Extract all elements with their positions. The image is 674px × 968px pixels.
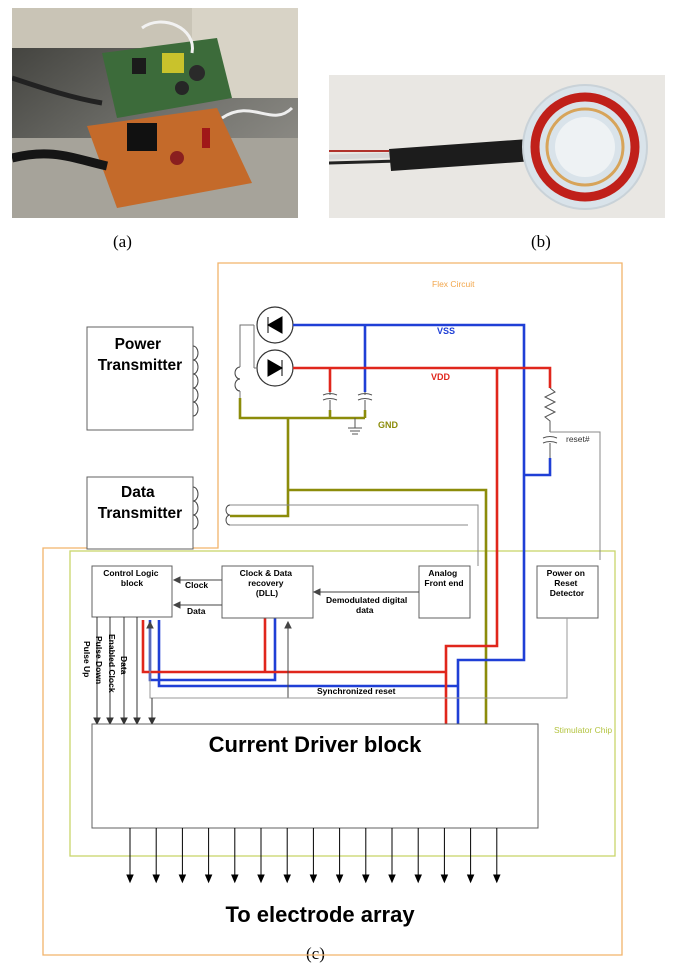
power-on-reset-label: Power on Reset Detector xyxy=(547,568,588,598)
electrode-output-arrowhead xyxy=(257,874,265,884)
demod-line2: data xyxy=(356,605,374,615)
cdr-line3: (DLL) xyxy=(256,588,278,598)
current-driver-label: Current Driver block xyxy=(209,732,422,757)
por-line3: Detector xyxy=(550,588,585,598)
power-transmitter-label: Power Transmitter xyxy=(98,336,182,374)
clock-data-recovery-label: Clock & Data recovery (DLL) xyxy=(240,568,295,598)
rectifier-diode-1-icon xyxy=(256,306,294,344)
analog-front-end-label: Analog Front end xyxy=(424,568,463,588)
caption-b: (b) xyxy=(531,232,551,251)
power-tx-coil-icon xyxy=(192,345,199,417)
caption-c: (c) xyxy=(306,944,325,963)
output-label: To electrode array xyxy=(225,902,415,927)
clock-signal-label: Clock xyxy=(185,580,208,590)
power-transmitter-line1: Power xyxy=(115,336,162,353)
demodulated-data-label: Demodulated digital data xyxy=(326,595,410,615)
data-transmitter-label: Data Transmitter xyxy=(98,484,182,522)
electrode-output-arrowhead xyxy=(178,874,187,884)
por-line1: Power on xyxy=(547,568,585,578)
vss-label: VSS xyxy=(437,326,455,336)
power-transmitter-box xyxy=(86,326,194,431)
reset-resistor-icon xyxy=(542,387,558,458)
power-rx-coil-icon xyxy=(234,366,241,392)
ctrl-signal-enabled-clock: Enabled Clock xyxy=(107,634,117,693)
stimulator-chip-label: Stimulator Chip xyxy=(554,725,612,735)
gnd-label: GND xyxy=(378,420,399,430)
rectifier-diode-2-icon xyxy=(256,349,294,387)
data-tx-coil-icon xyxy=(192,486,199,530)
ctrl-signal-pulse-up: Pulse Up xyxy=(82,641,92,677)
ctrl-signal-data: Data xyxy=(119,656,129,675)
clock-data-recovery-box xyxy=(221,565,314,619)
cdr-line1: Clock & Data xyxy=(240,568,293,578)
analog-front-end-box xyxy=(418,565,471,619)
electrode-output-arrowhead xyxy=(231,874,239,884)
electrode-output-arrows xyxy=(126,828,501,884)
current-driver-box xyxy=(91,723,539,829)
electrode-output-arrowhead xyxy=(414,874,422,884)
electrode-output-arrowhead xyxy=(283,874,291,884)
control-logic-label: Control Logic block xyxy=(103,568,161,588)
control-signal-labels: Pulse Up Pulse Down Enabled Clock Data xyxy=(82,634,129,693)
data-rx-coil-icon xyxy=(225,504,231,526)
reset-label: reset# xyxy=(566,434,590,444)
control-logic-line1: Control Logic xyxy=(103,568,159,578)
afe-line2: Front end xyxy=(424,578,463,588)
electrode-output-arrowhead xyxy=(388,874,396,884)
photo-b-image xyxy=(329,75,665,218)
electrode-output-arrowhead xyxy=(152,874,160,884)
afe-line1: Analog xyxy=(428,568,457,578)
signal-lines xyxy=(146,576,568,699)
por-line2: Reset xyxy=(554,578,577,588)
data-transmitter-box xyxy=(86,476,194,550)
data-transmitter-line2: Transmitter xyxy=(98,505,182,522)
data-transmitter-line1: Data xyxy=(121,484,155,501)
electrode-output-arrowhead xyxy=(362,874,370,884)
electrode-output-arrowhead xyxy=(466,874,475,884)
ctrl-signal-pulse-down: Pulse Down xyxy=(94,636,104,684)
electrode-output-arrowhead xyxy=(440,874,449,884)
photo-a-image xyxy=(12,8,298,218)
vss-net xyxy=(148,323,552,728)
power-transmitter-line2: Transmitter xyxy=(98,357,182,374)
control-signal-arrows xyxy=(93,617,156,726)
data-signal-label: Data xyxy=(187,606,206,616)
flex-circuit-label: Flex Circuit xyxy=(432,279,475,289)
vdd-net xyxy=(141,366,552,728)
control-logic-box xyxy=(91,565,173,618)
flex-circuit-outline xyxy=(42,262,623,956)
electrode-output-arrowhead xyxy=(309,874,318,884)
electrode-output-arrowhead xyxy=(335,874,344,884)
photo-b xyxy=(329,75,665,218)
filter-capacitor-icons xyxy=(322,372,373,435)
vdd-label: VDD xyxy=(431,372,451,382)
cdr-line2: recovery xyxy=(248,578,284,588)
power-on-reset-box xyxy=(536,565,599,619)
gnd-net xyxy=(230,398,488,728)
electrode-output-arrowhead xyxy=(204,874,213,884)
control-logic-line2: block xyxy=(121,578,143,588)
electrode-output-arrowhead xyxy=(126,874,134,884)
caption-a: (a) xyxy=(113,232,132,251)
electrode-output-arrowhead xyxy=(493,874,501,884)
photo-a xyxy=(12,8,298,218)
synchronized-reset-label: Synchronized reset xyxy=(317,686,396,696)
stimulator-chip-outline xyxy=(69,550,616,857)
demod-line1: Demodulated digital xyxy=(326,595,407,605)
